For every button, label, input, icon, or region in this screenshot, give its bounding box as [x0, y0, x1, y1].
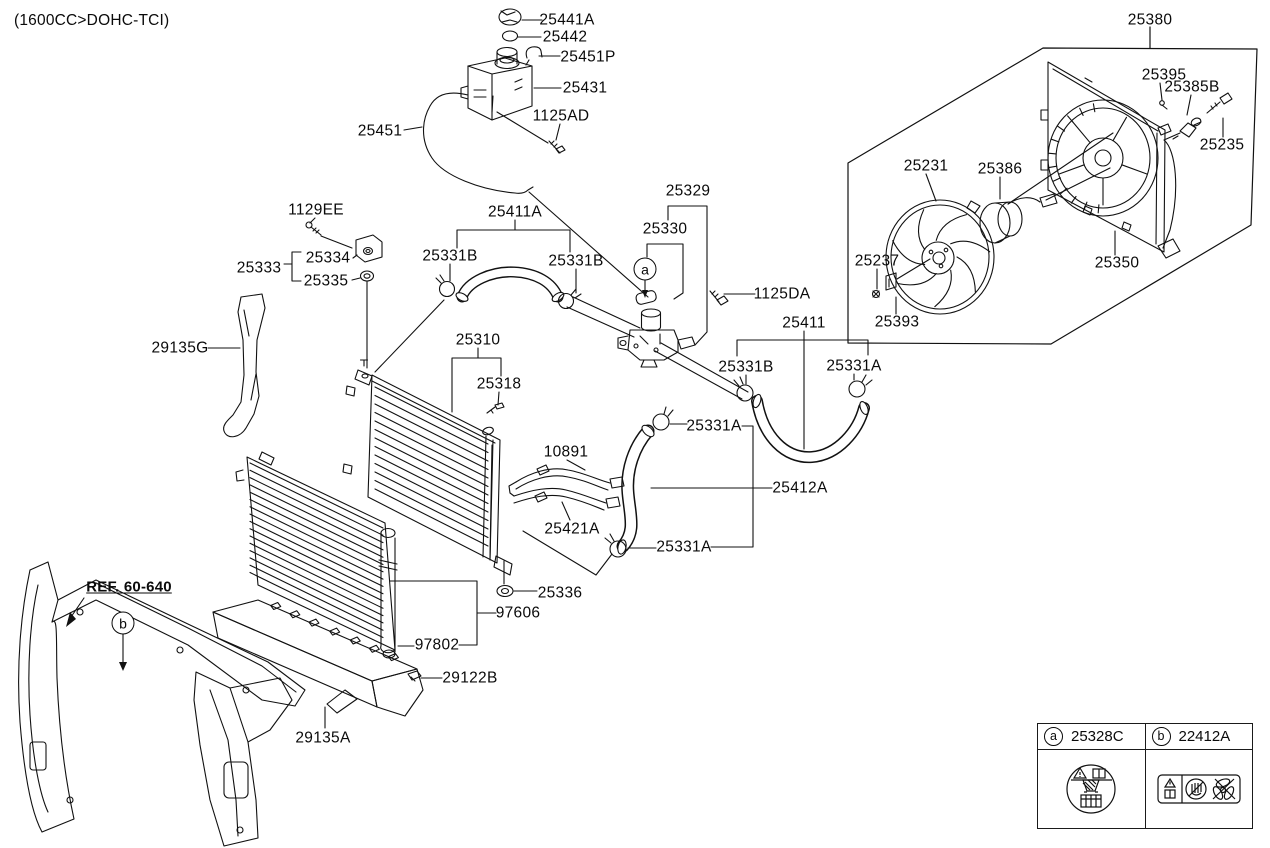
legend-body-row	[1038, 750, 1252, 828]
part-label-25336: 25336	[537, 584, 583, 602]
part-label-25385B: 25385B	[1164, 78, 1220, 96]
circled-marker-a: a	[633, 257, 657, 281]
air-guard-side-art	[207, 293, 266, 438]
part-label-REF-60-640: REF. 60-640	[86, 578, 172, 596]
front-end-module-art	[18, 561, 306, 847]
part-label-25235: 25235	[1199, 136, 1245, 154]
fan-warning-label-icon	[1157, 774, 1241, 804]
part-label-25331B: 25331B	[718, 358, 774, 376]
legend-part-number-b: 22412A	[1178, 728, 1231, 745]
part-label-29135G: 29135G	[151, 339, 209, 357]
part-label-25330: 25330	[642, 220, 688, 238]
part-label-25380: 25380	[1127, 11, 1173, 29]
part-label-25329: 25329	[665, 182, 711, 200]
coolant-caution-label-icon	[1066, 764, 1116, 814]
part-label-25333: 25333	[236, 259, 282, 277]
upper-radiator-hose-art	[374, 219, 641, 373]
part-label-29122B: 29122B	[442, 669, 498, 687]
part-label-25451: 25451	[357, 122, 403, 140]
legend-header-a: a 25328C	[1038, 724, 1145, 749]
part-label-25331A: 25331A	[656, 538, 712, 556]
legend-icon-cell-a	[1038, 750, 1145, 828]
reservoir-tank-art	[403, 8, 649, 298]
part-label-25331B: 25331B	[422, 247, 478, 265]
part-label-25334: 25334	[305, 249, 351, 267]
engine-variant-title: (1600CC>DOHC-TCI)	[14, 12, 170, 29]
part-label-1125AD: 1125AD	[532, 107, 590, 125]
part-label-25441A: 25441A	[539, 11, 595, 29]
part-label-25350: 25350	[1094, 254, 1140, 272]
part-label-25318: 25318	[476, 375, 522, 393]
part-label-97606: 97606	[495, 604, 541, 622]
fan-assembly-border	[847, 26, 1258, 345]
legend-header-b: b 22412A	[1144, 724, 1253, 749]
legend-marker-b: b	[1151, 727, 1171, 746]
part-label-25412A: 25412A	[772, 479, 828, 497]
air-guard-lower-art	[212, 599, 443, 729]
legend-table: a 25328C b 22412A	[1037, 723, 1253, 829]
part-label-25411A: 25411A	[487, 203, 543, 221]
fan-motor-art	[966, 176, 1058, 244]
part-label-25442: 25442	[542, 28, 588, 46]
part-label-25411: 25411	[782, 314, 826, 332]
legend-header-row: a 25328C b 22412A	[1038, 724, 1252, 750]
part-label-25331A: 25331A	[826, 357, 882, 375]
fan-small-parts-art	[871, 82, 1233, 315]
part-label-25331B: 25331B	[548, 252, 604, 270]
mounting-bracket-art	[283, 217, 383, 369]
legend-marker-a: a	[1044, 727, 1063, 746]
part-label-1129EE: 1129EE	[288, 201, 344, 219]
part-label-25395: 25395	[1141, 66, 1187, 84]
part-label-25421A: 25421A	[544, 520, 600, 538]
part-label-25431: 25431	[562, 79, 608, 97]
radiator-art	[342, 347, 538, 598]
outlet-hose-art	[522, 406, 773, 576]
part-label-29135A: 29135A	[295, 729, 351, 747]
part-label-25335: 25335	[303, 272, 349, 290]
part-label-25237: 25237	[854, 252, 900, 270]
part-label-25231: 25231	[903, 157, 949, 175]
engine-pipes-art	[508, 459, 625, 521]
part-label-25451P: 25451P	[560, 48, 616, 66]
fan-shroud-art	[1007, 61, 1181, 259]
legend-part-number-a: 25328C	[1071, 728, 1124, 745]
part-label-10891: 10891	[543, 443, 589, 461]
part-label-25386: 25386	[977, 160, 1023, 178]
water-outlet-fitting-art	[617, 205, 756, 400]
circled-marker-b: b	[111, 611, 135, 635]
fan-blade-art	[885, 173, 995, 315]
part-label-25393: 25393	[874, 313, 920, 331]
part-label-1125DA: 1125DA	[753, 285, 811, 303]
part-label-25310: 25310	[455, 331, 501, 349]
legend-icon-cell-b	[1144, 750, 1253, 828]
inlet-hose-art	[733, 330, 873, 464]
part-label-97802: 97802	[414, 636, 460, 654]
part-label-25331A: 25331A	[686, 417, 742, 435]
condenser-art	[235, 451, 497, 659]
